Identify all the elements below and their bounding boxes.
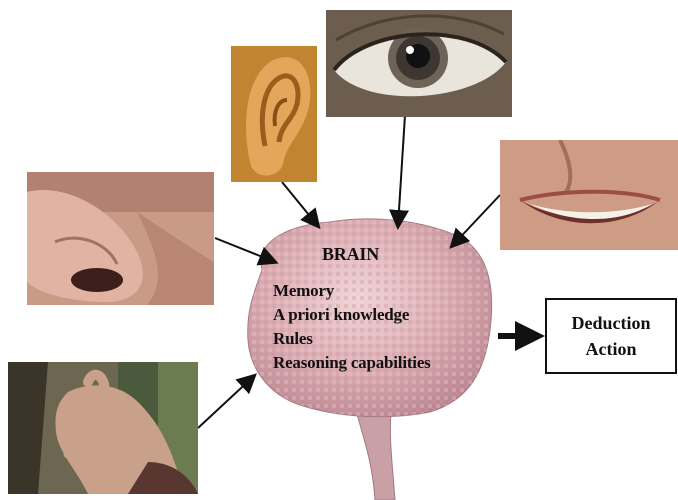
- mouth-image: [500, 140, 678, 250]
- output-box: Deduction Action: [545, 298, 677, 374]
- arrow-ear-to-brain: [282, 182, 318, 226]
- brain-title: BRAIN: [322, 244, 379, 265]
- brain-item-rules: Rules: [273, 329, 313, 349]
- arrow-hand-to-brain: [198, 376, 254, 428]
- arrow-brain-to-output: [498, 321, 545, 351]
- arrow-mouth-to-brain: [452, 195, 500, 246]
- ear-image: [231, 46, 317, 182]
- hand-image: [8, 362, 198, 494]
- eye-image: [326, 10, 512, 117]
- brain-item-apriori: A priori knowledge: [273, 305, 409, 325]
- output-deduction: Deduction: [547, 310, 675, 336]
- output-action: Action: [547, 336, 675, 362]
- brain-item-reasoning: Reasoning capabilities: [273, 353, 431, 373]
- brain-item-memory: Memory: [273, 281, 334, 301]
- nose-image: [27, 172, 214, 305]
- arrow-eye-to-brain: [398, 115, 405, 226]
- brain-stem: [355, 405, 395, 500]
